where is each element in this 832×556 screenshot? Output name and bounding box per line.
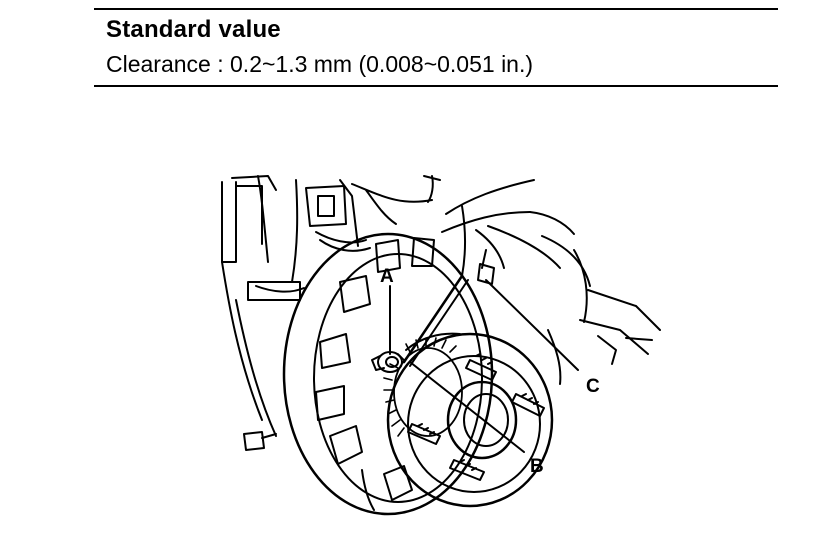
callout-c-label: C: [586, 376, 600, 397]
feeler-gauge-icon: [402, 179, 591, 367]
top-rule: [94, 8, 778, 10]
callout-b-label: B: [530, 456, 544, 477]
wheel-studs: [243, 353, 545, 481]
callout-leaders: [389, 279, 579, 453]
brake-disc: [282, 232, 494, 516]
clearance-spec: Clearance : 0.2~1.3 mm (0.008~0.051 in.): [106, 51, 534, 77]
wheel-speed-sensor-icon: [371, 351, 403, 373]
bottom-rule: [94, 85, 778, 87]
suspension-structure: [221, 175, 441, 437]
spec-title: Standard value: [106, 16, 281, 43]
caliper-arm: [547, 249, 661, 385]
callout-a-label: A: [380, 266, 394, 287]
